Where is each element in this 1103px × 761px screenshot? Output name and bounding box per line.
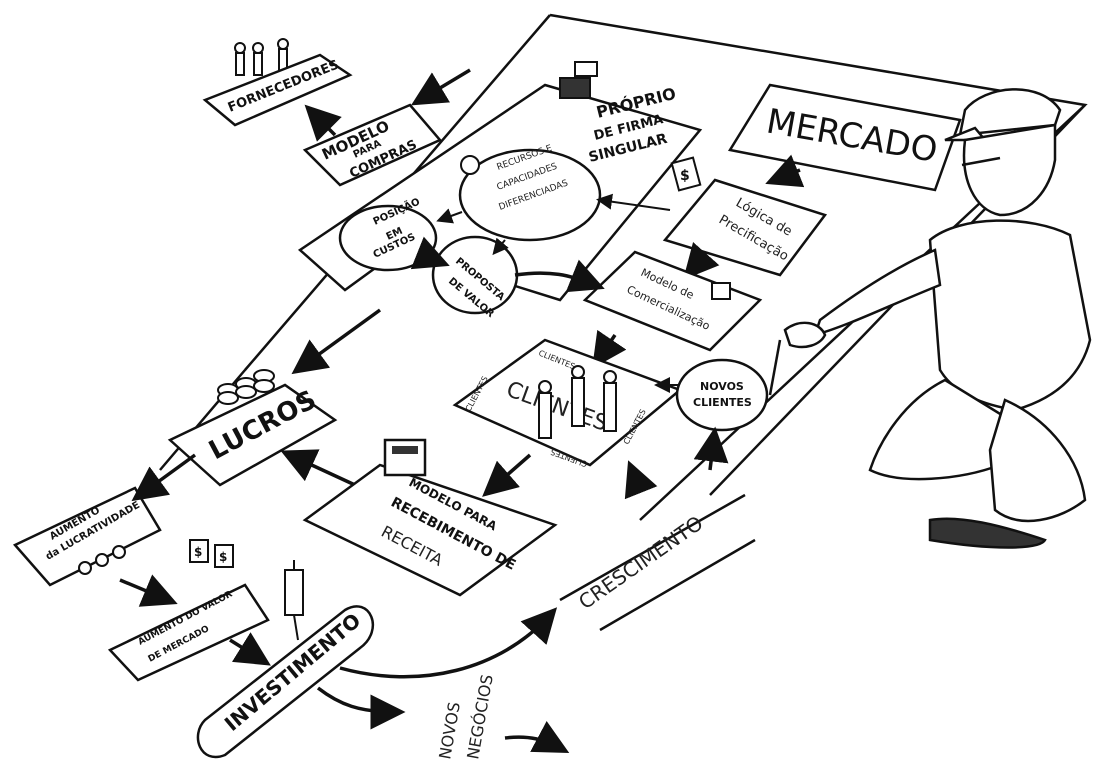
pricing-logic-group: $ Lógica de Precificação <box>665 158 825 275</box>
new-clients-oval <box>677 360 767 430</box>
new-clients-line-2: CLIENTES <box>693 396 752 409</box>
shoe <box>930 519 1045 548</box>
torso <box>930 221 1090 410</box>
leg-right <box>990 400 1085 521</box>
svg-text:$: $ <box>194 545 202 559</box>
arrow-growth-to-new-clients <box>710 437 714 470</box>
gear-icon <box>461 156 479 174</box>
arrow-investment-to-new-business <box>318 688 395 712</box>
market-group: MERCADO <box>730 85 960 190</box>
price-tag-icon: $ <box>672 158 700 191</box>
new-clients-line-1: NOVOS <box>700 380 744 393</box>
growth-label: CRESCIMENTO <box>574 511 707 614</box>
profits-group: LUCROS <box>170 370 335 485</box>
arrow-profitability-to-market-value <box>120 580 168 600</box>
suppliers-group: FORNECEDORES <box>205 39 350 125</box>
arrow-market-value-to-investment <box>230 640 262 660</box>
arrow-pricing-to-commercialization <box>690 255 705 272</box>
arrow-to-suppliers <box>312 112 335 135</box>
arrow-clients-to-revenue <box>490 455 530 490</box>
price-tags-icon: $ $ <box>190 540 233 567</box>
commercialization-box <box>585 252 760 350</box>
profitability-group: AUMENTO da LUCRATIVIDADE <box>15 488 160 585</box>
syringe-icon <box>285 560 303 640</box>
figure-in-hand <box>770 340 780 395</box>
arrow-growth-to-clients <box>632 470 640 490</box>
clients-group: CLIENTES CLIENTES CLIENTES CLIENTES CLIE… <box>455 340 680 469</box>
arrow-board-to-purchasing <box>420 70 470 100</box>
hand <box>785 323 825 347</box>
arrow-commercialization-to-clients <box>598 335 615 360</box>
investment-group: INVESTIMENTO <box>198 560 373 757</box>
arrow-firm-to-profits <box>300 310 380 368</box>
calculator-icon <box>385 440 425 475</box>
svg-text:$: $ <box>219 550 227 564</box>
new-business-line-2: NEGÓCIOS <box>463 673 497 761</box>
new-business-line-1: NOVOS <box>435 701 464 761</box>
new-clients-group: NOVOS CLIENTES <box>677 360 767 430</box>
arrow-market-to-pricing <box>775 170 800 180</box>
commercialization-group: Modelo de Comercialização <box>585 252 760 350</box>
arrow-receipt-to-profits <box>290 455 355 485</box>
market-value-group: $ $ AUMENTO DO VALOR DE MERCADO <box>110 540 268 680</box>
head <box>964 125 1055 215</box>
cost-position-group: POSIÇÃO EM CUSTOS <box>340 195 436 270</box>
svg-text:$: $ <box>680 168 690 184</box>
cash-register-icon <box>560 62 597 98</box>
house-icon <box>712 283 730 299</box>
arrow-new-business <box>505 737 560 748</box>
revenue-model-group: MODELO PARA RECEBIMENTO DE RECEITA <box>305 440 555 595</box>
value-proposition-group: PROPOSTA DE VALOR <box>433 237 517 320</box>
